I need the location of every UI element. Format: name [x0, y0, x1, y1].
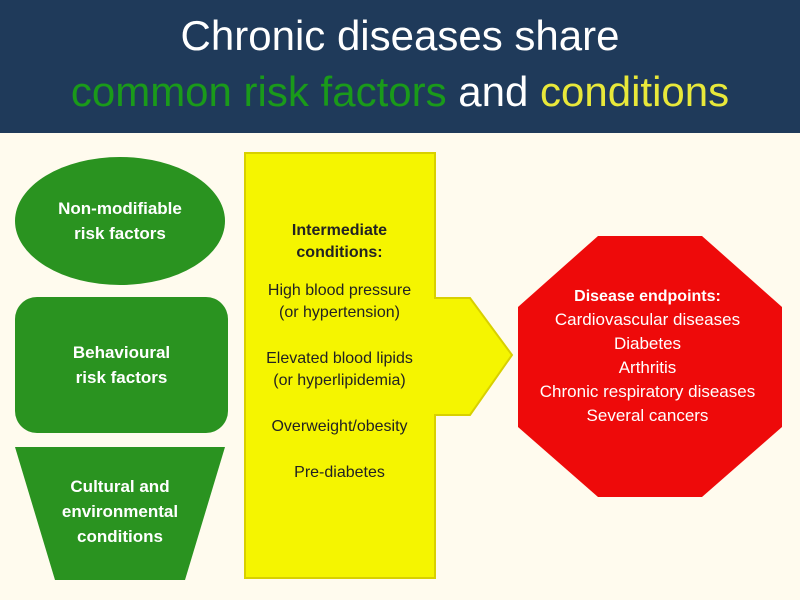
endpoint-respiratory: Chronic respiratory diseases — [539, 382, 756, 401]
behavioural-line-1: Behavioural — [72, 343, 171, 362]
non-modifiable-label: Non-modifiable risk factors — [15, 157, 225, 285]
endpoint-cardiovascular: Cardiovascular diseases — [554, 310, 741, 329]
cultural-label: Cultural and environmental conditions — [15, 456, 225, 566]
disease-endpoints: Disease endpoints: Cardiovascular diseas… — [515, 285, 780, 428]
item-text: Pre-diabetes — [294, 464, 385, 481]
title-conditions: conditions — [540, 68, 730, 115]
intermediate-heading: Intermediate conditions: — [247, 220, 432, 264]
cultural-line-1: Cultural and — [70, 476, 170, 496]
cultural-line-3: conditions — [77, 526, 163, 546]
non-modifiable-oval — [15, 157, 225, 285]
endpoint-diabetes: Diabetes — [613, 334, 682, 353]
endpoint-octagon-shape — [518, 236, 782, 497]
arrow-shape — [244, 152, 514, 579]
item-text: (or hypertension) — [279, 304, 400, 321]
title-common-risk-factors: common risk factors — [70, 68, 447, 115]
intermediate-item-blood-lipids: Elevated blood lipids (or hyperlipidemia… — [247, 348, 432, 392]
non-modifiable-line-2: risk factors — [74, 224, 166, 243]
item-text: High blood pressure — [267, 282, 412, 299]
intermediate-item-blood-pressure: High blood pressure (or hypertension) — [247, 280, 432, 324]
trapezoid-shape — [15, 447, 225, 580]
intermediate-heading-line-1: Intermediate — [291, 222, 388, 239]
intermediate-heading-line-2: conditions: — [296, 244, 383, 261]
cultural-line-2: environmental — [61, 501, 179, 521]
item-text: Overweight/obesity — [271, 418, 408, 435]
item-text: (or hyperlipidemia) — [273, 372, 406, 389]
endpoint-cancers: Several cancers — [586, 406, 709, 425]
behavioural-line-2: risk factors — [75, 368, 168, 387]
endpoint-arthritis: Arthritis — [618, 358, 677, 377]
item-text: Elevated blood lipids — [266, 350, 413, 367]
intermediate-conditions: Intermediate conditions: High blood pres… — [247, 220, 432, 508]
title-and: and — [458, 68, 529, 115]
endpoints-heading: Disease endpoints: — [574, 288, 721, 305]
cultural-trapezoid — [15, 447, 225, 580]
behavioural-label: Behavioural risk factors — [15, 297, 228, 433]
intermediate-item-obesity: Overweight/obesity — [247, 416, 432, 438]
intermediate-item-prediabetes: Pre-diabetes — [247, 462, 432, 484]
title-line-1: Chronic diseases share — [180, 12, 620, 59]
non-modifiable-line-1: Non-modifiable — [58, 199, 182, 218]
title-line-2: common risk factors and conditions — [0, 66, 800, 118]
title-banner: Chronic diseases share common risk facto… — [0, 0, 800, 133]
behavioural-box — [15, 297, 228, 433]
